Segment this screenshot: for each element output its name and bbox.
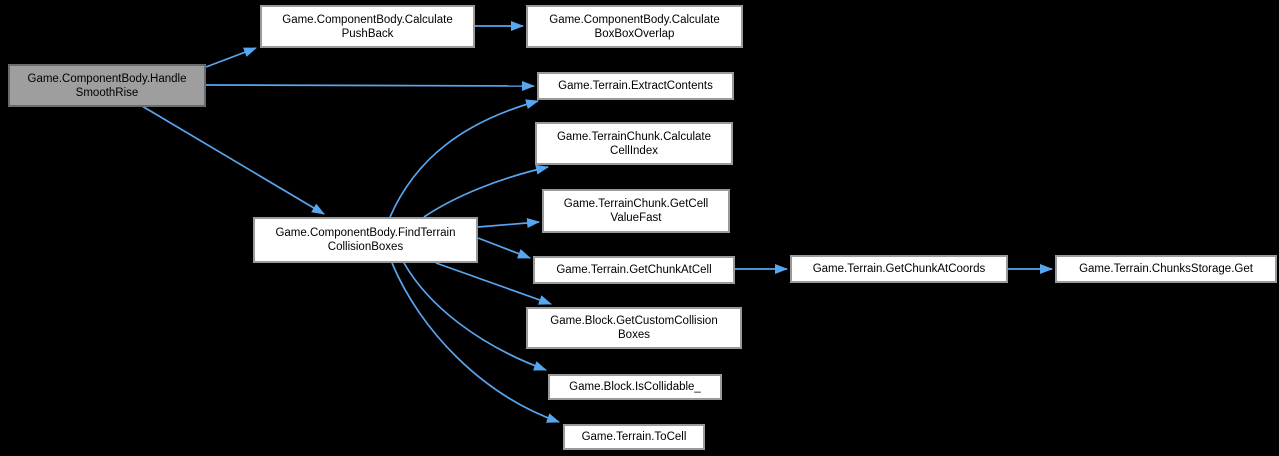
edge-handle-smooth-rise-to-calculate-push-back: [205, 47, 257, 68]
edge-find-terrain-collision-boxes-to-get-chunk-at-cell: [477, 237, 531, 259]
node-extract-contents[interactable]: Game.Terrain.ExtractContents: [537, 72, 734, 100]
edge-handle-smooth-rise-to-extract-contents: [205, 80, 535, 91]
edge-find-terrain-collision-boxes-to-get-cell-value-fast: [477, 217, 540, 228]
edge-handle-smooth-rise-to-find-terrain-collision-boxes: [141, 105, 325, 215]
edge-find-terrain-collision-boxes-to-to-cell: [391, 262, 560, 423]
node-get-cell-value-fast[interactable]: Game.TerrainChunk.GetCell ValueFast: [542, 189, 730, 233]
edge-find-terrain-collision-boxes-to-is-collidable: [403, 262, 547, 371]
node-to-cell[interactable]: Game.Terrain.ToCell: [563, 424, 705, 450]
node-calculate-cell-index[interactable]: Game.TerrainChunk.Calculate CellIndex: [535, 122, 733, 165]
edge-find-terrain-collision-boxes-to-get-custom-collision-boxes: [435, 262, 552, 305]
node-find-terrain-collision-boxes[interactable]: Game.ComponentBody.FindTerrain Collision…: [253, 217, 478, 263]
node-get-chunk-at-cell[interactable]: Game.Terrain.GetChunkAtCell: [533, 256, 735, 284]
node-get-chunk-at-coords[interactable]: Game.Terrain.GetChunkAtCoords: [790, 255, 1008, 283]
edge-find-terrain-collision-boxes-to-calculate-cell-index: [423, 164, 549, 218]
node-chunks-storage-get[interactable]: Game.Terrain.ChunksStorage.Get: [1055, 255, 1277, 283]
node-calculate-push-back[interactable]: Game.ComponentBody.Calculate PushBack: [260, 5, 475, 48]
node-get-custom-collision-boxes[interactable]: Game.Block.GetCustomCollision Boxes: [526, 307, 742, 349]
edge-find-terrain-collision-boxes-to-extract-contents: [389, 99, 539, 218]
node-calculate-box-box-overlap[interactable]: Game.ComponentBody.Calculate BoxBoxOverl…: [526, 5, 743, 48]
node-is-collidable[interactable]: Game.Block.IsCollidable_: [548, 374, 722, 400]
node-handle-smooth-rise[interactable]: Game.ComponentBody.Handle SmoothRise: [8, 64, 206, 107]
